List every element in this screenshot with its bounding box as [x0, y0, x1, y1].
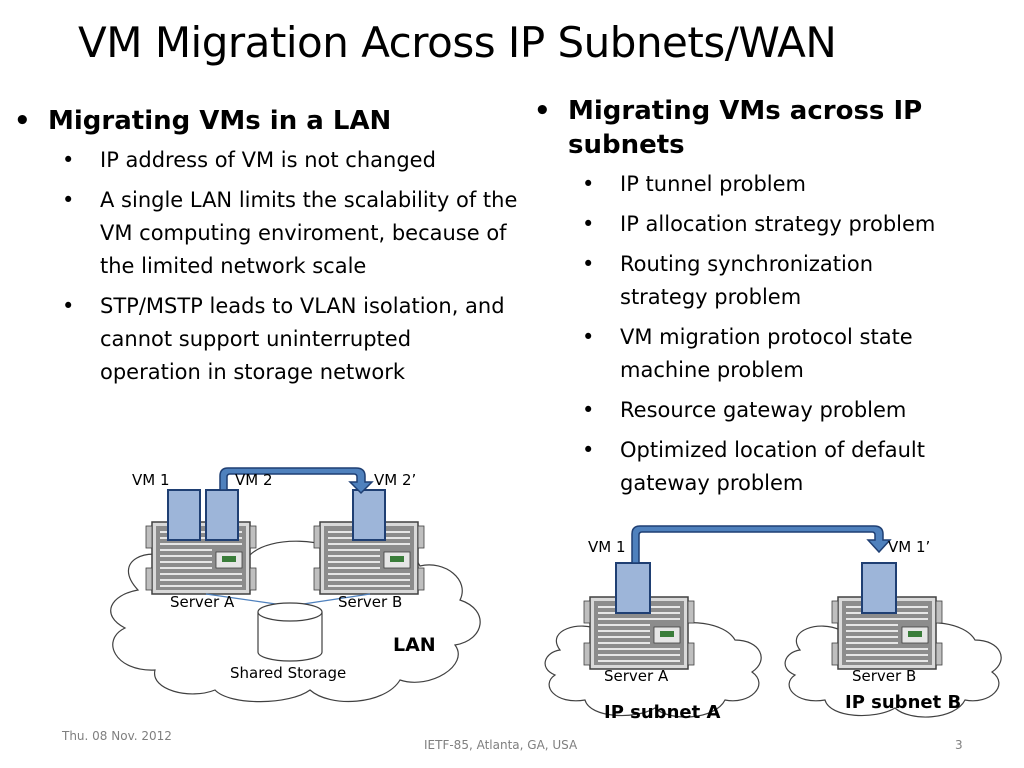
- right-item: Optimized location of default gateway pr…: [582, 434, 970, 500]
- right-item: IP allocation strategy problem: [582, 208, 988, 241]
- right-list: IP tunnel problem IP allocation strategy…: [582, 168, 988, 500]
- right-item: Routing synchronization strategy problem: [582, 248, 920, 314]
- wan-vm1-dest-label: VM 1’: [888, 538, 931, 556]
- page-number: 3: [955, 738, 963, 752]
- footer-date: Thu. 08 Nov. 2012: [62, 729, 172, 743]
- vm1-label: VM 1: [132, 471, 170, 489]
- right-item: Resource gateway problem: [582, 394, 988, 427]
- wan-vm1-label: VM 1: [588, 538, 626, 556]
- subnet-b-label: IP subnet B: [845, 692, 962, 713]
- left-item: IP address of VM is not changed: [62, 144, 518, 177]
- footer-event: IETF-85, Atlanta, GA, USA: [424, 738, 578, 752]
- right-item: IP tunnel problem: [582, 168, 988, 201]
- vm-box: [352, 489, 386, 541]
- server-a-label: Server A: [170, 593, 235, 611]
- vm2-label: VM 2: [235, 471, 273, 489]
- left-list: IP address of VM is not changed A single…: [62, 144, 518, 389]
- vm2-dest-label: VM 2’: [374, 471, 417, 489]
- right-column: Migrating VMs across IP subnets IP tunne…: [534, 94, 988, 500]
- storage-label: Shared Storage: [230, 664, 347, 682]
- server-b-label: Server B: [338, 593, 403, 611]
- left-column: Migrating VMs in a LAN IP address of VM …: [14, 104, 518, 389]
- vm-box: [861, 562, 897, 614]
- wan-server-a-label: Server A: [604, 667, 669, 685]
- subnet-a-label: IP subnet A: [604, 702, 721, 723]
- storage-cylinder-icon: [257, 602, 323, 662]
- slide-title: VM Migration Across IP Subnets/WAN: [78, 18, 837, 67]
- right-heading: Migrating VMs across IP subnets: [534, 94, 928, 162]
- vm-box: [205, 489, 239, 541]
- left-item: STP/MSTP leads to VLAN isolation, and ca…: [62, 290, 518, 389]
- vm-box: [615, 562, 651, 614]
- left-heading: Migrating VMs in a LAN: [14, 104, 518, 138]
- wan-server-b-label: Server B: [852, 667, 917, 685]
- right-item: VM migration protocol state machine prob…: [582, 321, 960, 387]
- curved-arrow-icon: [219, 467, 374, 495]
- lan-label: LAN: [393, 634, 436, 656]
- left-item: A single LAN limits the scalability of t…: [62, 184, 518, 283]
- vm-box: [167, 489, 201, 541]
- curved-arrow-icon: [631, 525, 892, 564]
